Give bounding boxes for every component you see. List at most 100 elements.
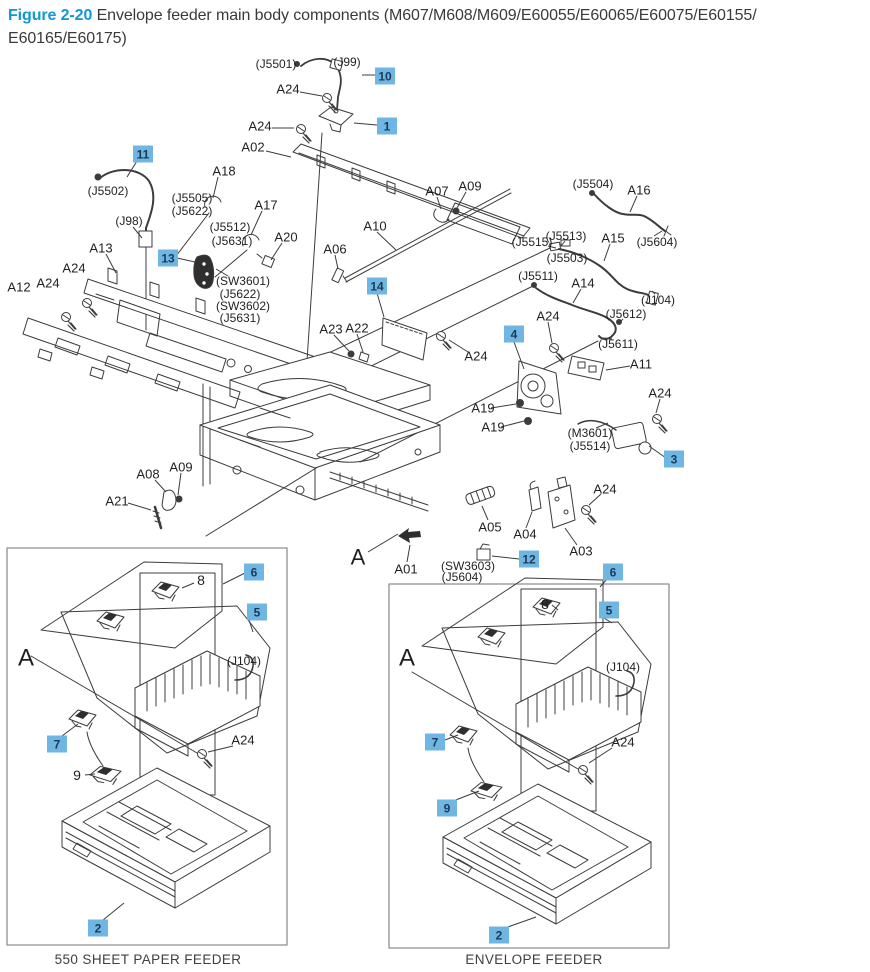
leader-line <box>653 230 663 237</box>
badge-background <box>664 450 684 468</box>
leader-line <box>491 555 520 560</box>
part-label: (SW3601) <box>216 274 270 288</box>
part-label: A24 <box>248 119 271 134</box>
part-number-badge: 9 <box>437 799 457 817</box>
leader-line <box>547 321 553 344</box>
leader-line <box>248 619 254 633</box>
switch-12-art <box>476 543 491 561</box>
part-label: A15 <box>601 231 624 246</box>
leader-line <box>551 604 559 611</box>
part-label: A12 <box>7 280 30 295</box>
leader-line <box>452 790 480 802</box>
part-label: (SW3603) <box>441 559 495 573</box>
lever-a01-art <box>398 528 421 543</box>
leader-line <box>376 292 385 318</box>
guide-a11-art <box>567 355 605 381</box>
badge-background <box>88 919 108 937</box>
part-number-badge: 2 <box>489 926 509 944</box>
leader-line <box>448 339 469 353</box>
part-label: 8 <box>197 572 205 588</box>
leader-line <box>222 572 246 585</box>
sensor-part-13-art <box>193 254 215 289</box>
part-label: (J5504) <box>573 177 614 191</box>
badge-number: 7 <box>432 736 439 750</box>
badge-background <box>367 277 387 295</box>
part-label: (J5604) <box>637 235 678 249</box>
cable-a14-art <box>531 282 622 340</box>
badge-background <box>599 601 619 619</box>
leader-line <box>212 176 219 199</box>
leader-line <box>588 747 613 764</box>
leader-line <box>618 318 624 324</box>
part-label: A17 <box>254 198 277 213</box>
part-label: A24 <box>62 261 85 276</box>
cable-11-art <box>94 169 155 331</box>
badge-background <box>504 325 524 343</box>
leader-line <box>588 493 602 506</box>
bracket-a08-a21-art <box>152 489 183 530</box>
small-parts-a19-art <box>516 399 532 425</box>
leader-line <box>333 334 350 352</box>
view-letter: A <box>18 645 34 672</box>
badge-number: 14 <box>370 280 384 294</box>
leader-line <box>132 226 143 239</box>
part-label: (J104) <box>227 654 261 668</box>
lifter-assembly-4-art <box>516 360 562 415</box>
leader-line <box>504 916 537 929</box>
leader-lines-layer <box>61 74 667 929</box>
part-label: 9 <box>73 767 81 783</box>
part-label: A11 <box>630 357 652 372</box>
leader-line <box>84 773 96 776</box>
leader-line <box>655 398 661 414</box>
long-leader-lines <box>202 132 599 537</box>
badge-number: 9 <box>444 802 451 816</box>
leader-line <box>651 290 656 295</box>
cable-a16-art <box>589 190 672 237</box>
part-label: (J98) <box>115 214 142 228</box>
part-label: (J5622) <box>220 287 261 301</box>
leader-line <box>334 254 339 270</box>
leader-line <box>356 333 364 353</box>
labels-layer: (J5501)(J99)A24A24A02A18(J5505)(J5622)A1… <box>7 55 677 783</box>
caption-envelope-feeder: ENVELOPE FEEDER <box>465 952 603 967</box>
leader-line <box>105 253 117 274</box>
leader-line <box>177 472 182 496</box>
part-number-badge: 2 <box>88 919 108 937</box>
sensor-part-1-art <box>318 106 354 133</box>
badge-number: 12 <box>522 553 536 567</box>
badge-number: 5 <box>254 606 261 620</box>
leader-line <box>603 243 611 262</box>
part-label: (J5604) <box>442 570 483 584</box>
badge-background <box>158 249 178 267</box>
part-label: (J5505) <box>172 191 213 205</box>
part-label: (J5514) <box>570 439 611 453</box>
badge-number: 10 <box>378 70 392 84</box>
envelope-feeder-box-art <box>412 578 651 924</box>
part-label: (J5502) <box>88 184 129 198</box>
part-label: A03 <box>569 544 592 559</box>
part-number-badge: 14 <box>367 277 387 295</box>
part-label: (J5611) <box>598 337 638 351</box>
screw-a24 <box>435 330 452 351</box>
cable-a15-art <box>549 239 659 306</box>
leader-line <box>629 195 638 213</box>
part-label: (J5631) <box>212 234 253 248</box>
leader-line <box>299 91 323 97</box>
part-label: A24 <box>536 309 559 324</box>
leader-line <box>154 479 167 493</box>
badge-number: 1 <box>384 120 391 134</box>
part-label: A24 <box>231 733 254 748</box>
leader-line <box>127 502 152 511</box>
badge-number: 3 <box>671 453 678 467</box>
leader-line <box>602 337 613 340</box>
guide-strip-a02-art <box>292 143 531 245</box>
leader-line <box>250 210 263 236</box>
part-label: (J5512) <box>210 220 251 234</box>
leader-line <box>126 160 138 178</box>
leader-line <box>595 422 609 429</box>
part-number-badge: 12 <box>519 550 539 568</box>
rail-a12-art <box>22 317 241 409</box>
cable-hooks-art <box>175 195 276 278</box>
